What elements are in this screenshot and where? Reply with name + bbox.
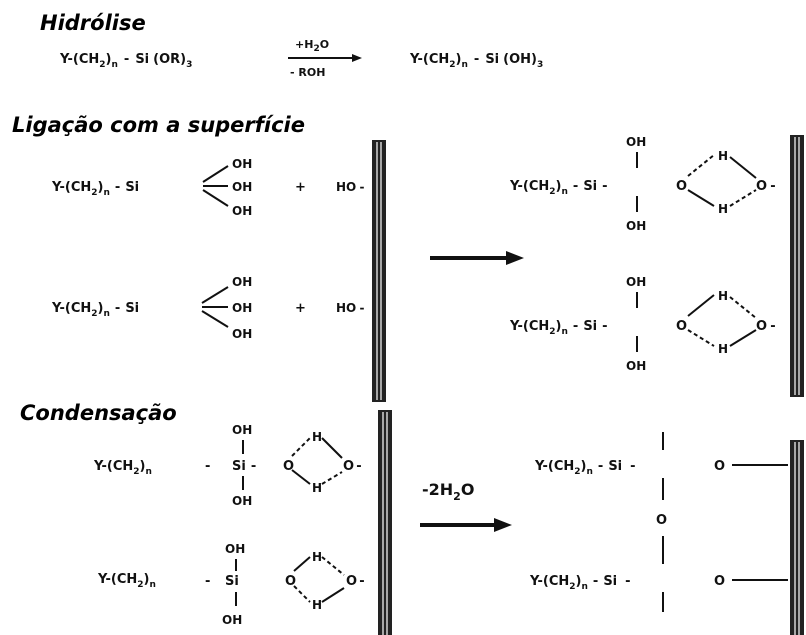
svg-text:O-: O- [346,574,365,589]
svg-text:-: - [205,459,210,474]
svg-text:OH: OH [626,135,646,149]
heading-surface-bond: Ligação com a superfície [12,113,305,137]
svg-text:Y-(CH2)n-Si-: Y-(CH2)n-Si- [529,574,631,592]
svg-text:OH: OH [225,542,245,556]
svg-text:Y-(CH2)n: Y-(CH2)n [93,459,152,477]
hydrolysis-arrow: +H2O - ROH [288,38,362,79]
svg-text:O: O [714,459,725,474]
svg-text:Y-(CH2)n-Si-: Y-(CH2)n-Si- [509,319,608,337]
heading-condensation: Condensação [20,401,177,425]
svg-text:OH: OH [232,204,252,218]
svg-text:HO-: HO- [336,301,364,315]
svg-text:OH: OH [232,180,252,194]
substrate-surface-left [372,140,386,402]
svg-text:Y-(CH2)n-Si(OH)3: Y-(CH2)n-Si(OH)3 [409,52,543,70]
svg-text:H: H [718,149,728,163]
svg-text:OH: OH [626,219,646,233]
condensation-reactant-1: OH Y-(CH2)n - Si- OH O H H O- [93,423,362,508]
heading-hydrolysis: Hidrólise [40,11,146,35]
svg-text:+: + [295,301,306,316]
condensation-arrow: -2H2O [420,480,512,532]
substrate-surface-right [790,135,804,397]
substrate-condensation-right [790,440,804,635]
svg-text:- ROH: - ROH [290,66,325,79]
svg-text:OH: OH [222,613,242,627]
svg-text:OH: OH [232,327,252,341]
svg-text:OH: OH [232,301,252,315]
svg-text:-: - [205,574,210,589]
svg-text:O-: O- [756,319,776,334]
svg-text:Y-(CH2)n-Si-: Y-(CH2)n-Si- [509,179,608,197]
siloxane-product: Y-(CH2)n-Si- O O Y-(CH2)n-Si- O [529,432,788,612]
silanol-2: Y-(CH2)n-Si OH OH OH + HO- [51,275,364,341]
svg-text:O: O [714,574,725,589]
svg-text:H: H [718,289,728,303]
svg-text:O-: O- [343,459,362,474]
svg-text:O-: O- [756,179,776,194]
substrate-condensation-left [378,410,392,635]
svg-text:+H2O: +H2O [295,38,329,54]
svg-text:Y-(CH2)n-Si: Y-(CH2)n-Si [51,180,139,198]
svg-text:Si-: Si- [232,459,256,474]
svg-text:H: H [718,202,728,216]
svg-text:H: H [312,598,322,612]
svg-text:-2H2O: -2H2O [422,480,474,503]
hydrolysis-product: Y-(CH2)n-Si(OH)3 [409,52,543,70]
svg-text:O: O [676,319,687,334]
surface-bond-arrow [430,251,524,265]
svg-text:H: H [718,342,728,356]
silanol-1: Y-(CH2)n-Si OH OH OH + HO- [51,157,364,218]
svg-text:H: H [312,550,322,564]
svg-text:H: H [312,481,322,495]
svg-text:+: + [295,180,306,195]
svg-text:H: H [312,430,322,444]
hydrolysis-reactant: Y-(CH2)n-Si(OR)3 [59,52,192,70]
svg-text:O: O [283,459,294,474]
svg-text:Y-(CH2)n-Si(OR)3: Y-(CH2)n-Si(OR)3 [59,52,192,70]
svg-text:OH: OH [232,494,252,508]
svg-text:Y-(CH2)n: Y-(CH2)n [97,572,156,590]
hydrogen-bonded-silanol-2: OH Y-(CH2)n-Si- OH O H H O- [509,275,776,373]
svg-text:Y-(CH2)n-Si-: Y-(CH2)n-Si- [534,459,636,477]
svg-text:OH: OH [626,359,646,373]
svg-text:OH: OH [232,423,252,437]
condensation-reactant-2: OH Y-(CH2)n - Si OH O H H O- [97,542,365,627]
svg-text:OH: OH [232,275,252,289]
svg-text:O: O [285,574,296,589]
svg-text:Y-(CH2)n-Si: Y-(CH2)n-Si [51,301,139,319]
svg-text:OH: OH [626,275,646,289]
svg-text:Si: Si [225,574,239,589]
hydrogen-bonded-silanol-1: OH Y-(CH2)n-Si- OH O H H O- [509,135,776,233]
svg-text:HO-: HO- [336,180,364,194]
svg-text:O: O [656,513,667,528]
svg-text:OH: OH [232,157,252,171]
svg-text:O: O [676,179,687,194]
